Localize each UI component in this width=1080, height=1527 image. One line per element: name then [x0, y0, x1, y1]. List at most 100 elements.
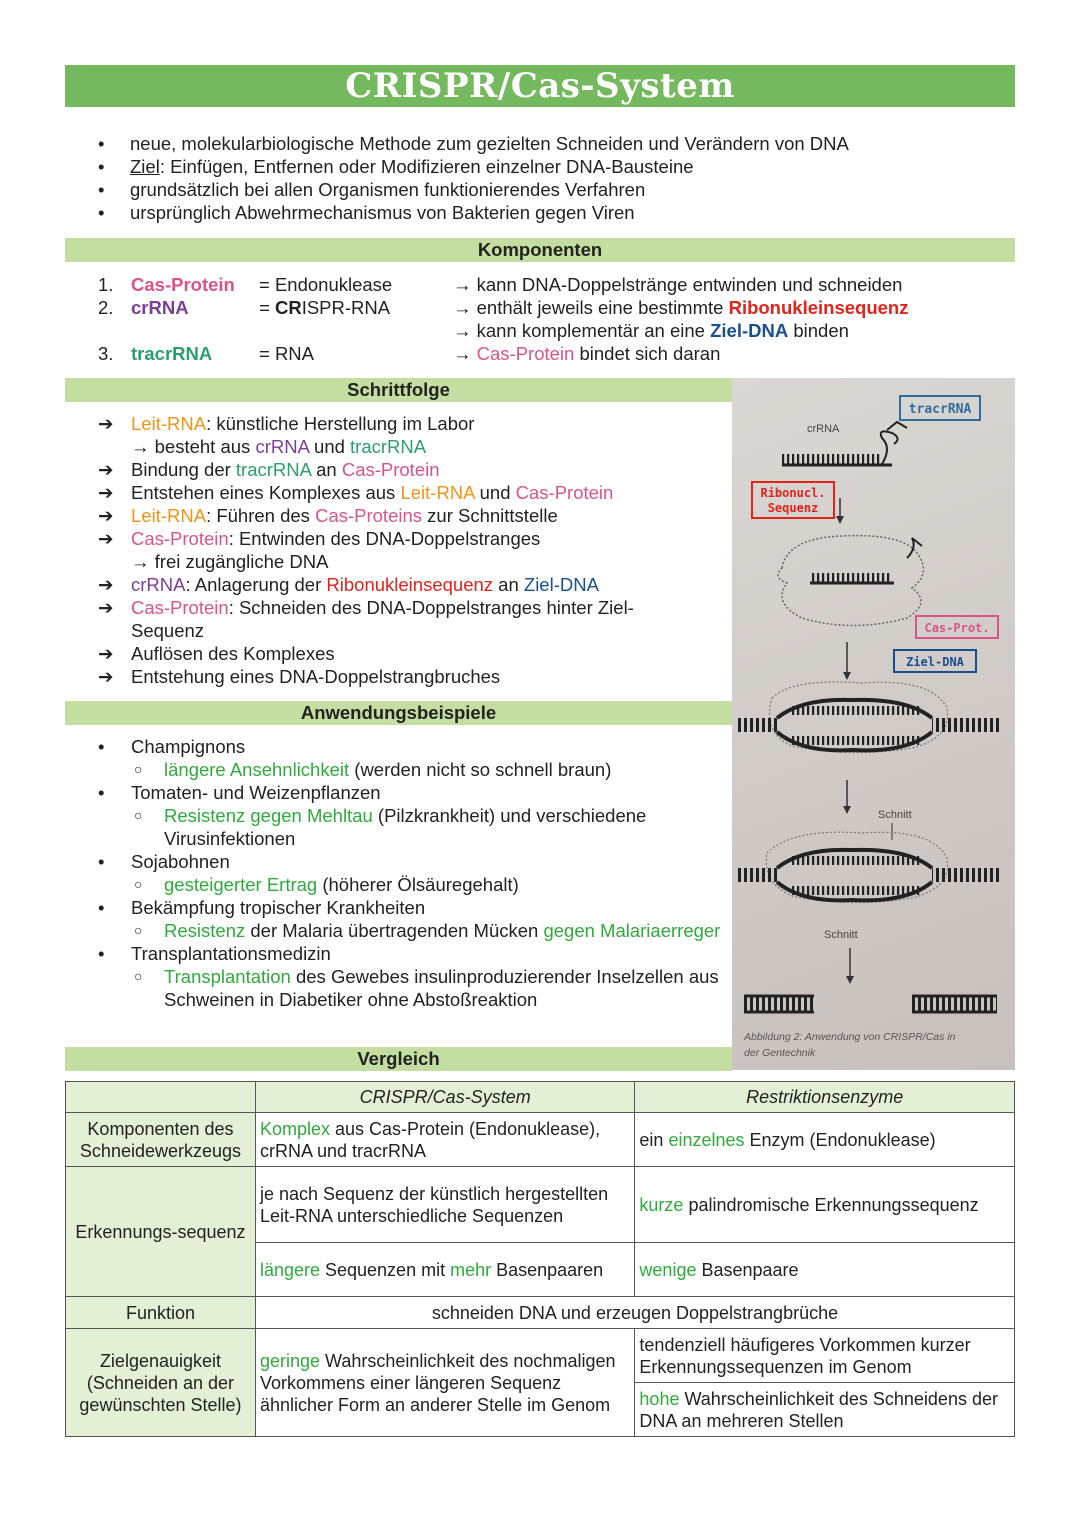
component-number: 3. — [98, 343, 114, 364]
text-run: ein — [639, 1129, 669, 1150]
table-cell-restriktion: tendenziell häufigeres Vorkommen kurzer … — [634, 1328, 1015, 1383]
table-header-cell: CRISPR/Cas-System — [254, 1081, 636, 1113]
text-run: wenige — [639, 1259, 697, 1280]
table-cell-restriktion: kurze palindromische Erkennungssequenz — [634, 1166, 1015, 1243]
table-cell-restriktion: hohe Wahrscheinlichkeit des Schneidens d… — [634, 1382, 1015, 1437]
text-run: Basenpaare — [696, 1259, 799, 1280]
step-item: ➔Leit-RNA: künstliche Herstellung im Lab… — [98, 412, 634, 435]
application-label: Bekämpfung tropischer Krankheiten — [131, 897, 426, 918]
section-heading-vergleich: Vergleich — [65, 1047, 732, 1071]
text-run: längere — [259, 1259, 320, 1280]
table-cell-crispr: längere Sequenzen mit mehr Basenpaaren — [254, 1242, 636, 1297]
text-run: grundsätzlich bei allen Organismen funkt… — [130, 179, 646, 200]
text-run: und — [308, 436, 351, 457]
text-run: bindet sich daran — [574, 343, 721, 364]
component-number: 2. — [98, 297, 114, 318]
application-item: Bekämpfung tropischer KrankheitenResiste… — [98, 896, 738, 942]
arrow-right-icon: ➔ — [98, 505, 114, 526]
text-run: Cas-Proteins — [315, 505, 423, 526]
application-label: Transplantationsmedizin — [131, 943, 331, 964]
text-run: Resistenz — [164, 920, 246, 941]
table-header-cell: Restriktionsenzyme — [634, 1081, 1015, 1113]
text-run: (höherer Ölsäuregehalt) — [317, 874, 519, 895]
applications-list: Champignonslängere Ansehnlichkeit (werde… — [98, 735, 738, 1011]
table-cell-crispr: je nach Sequenz der künstlich hergestell… — [254, 1166, 636, 1243]
application-detail: Resistenz der Malaria übertragenden Mück… — [131, 919, 738, 942]
application-item: Champignonslängere Ansehnlichkeit (werde… — [98, 735, 738, 781]
text-run: aus Cas-Protein (Endonuklease), crRNA un… — [259, 1118, 601, 1161]
text-run: Cas-Protein — [476, 343, 575, 364]
figure-caption-1: Abbildung 2: Anwendung von CRISPR/Cas in — [743, 1031, 956, 1043]
crrna-label: crRNA — [807, 423, 840, 435]
text-run: der Malaria übertragenden Mücken — [245, 920, 544, 941]
text-run: → kann komplementär an eine — [453, 320, 711, 341]
table-row-label: Funktion — [65, 1296, 256, 1329]
ribonucl-label-1: Ribonucl. — [760, 486, 825, 500]
component-description: → kann DNA-Doppelstränge entwinden und s… — [453, 273, 902, 296]
arrow-right-icon: ➔ — [98, 459, 114, 480]
text-run: mehr — [450, 1259, 492, 1280]
application-detail: Transplantation des Gewebes insulinprodu… — [131, 965, 738, 1011]
step-item: Sequenz — [98, 619, 634, 642]
ribonucl-label-2: Sequenz — [768, 501, 819, 515]
text-run: Entstehen eines Komplexes aus — [131, 482, 401, 503]
text-run: gegen Malariaerreger — [543, 920, 721, 941]
text-run: Leit-RNA — [400, 482, 475, 503]
application-detail: gesteigerter Ertrag (höherer Ölsäuregeha… — [131, 873, 738, 896]
application-label: Sojabohnen — [131, 851, 230, 872]
component-name: Cas-Protein — [131, 274, 235, 295]
step-item: → frei zugängliche DNA — [98, 550, 634, 573]
text-run: Wahrscheinlichkeit des Schneidens der DN… — [639, 1388, 998, 1431]
crispr-diagram-photo: tracrRNA crRNA Ribonucl. Sequenz Cas-Pro… — [732, 378, 1015, 1070]
table-row: Zielgenauigkeit (Schneiden an der gewüns… — [65, 1328, 1015, 1437]
text-run: Sequenzen mit — [320, 1259, 451, 1280]
application-item: Tomaten- und WeizenpflanzenResistenz geg… — [98, 781, 738, 850]
application-label: Champignons — [131, 736, 246, 757]
text-run: : Einfügen, Entfernen oder Modifizieren … — [159, 156, 694, 177]
component-definition: = RNA — [259, 343, 315, 364]
text-run: Leit-RNA — [131, 505, 207, 526]
table-header-cell — [65, 1081, 256, 1113]
text-run: → frei zugängliche DNA — [131, 551, 329, 572]
text-run: palindromische Erkennungssequenz — [683, 1194, 979, 1215]
text-run: und — [474, 482, 516, 503]
text-run: Cas-Protein — [341, 459, 440, 480]
figure-caption-2: der Gentechnik — [744, 1047, 816, 1059]
text-run: Ribonukleinsequenz — [728, 297, 909, 318]
text-run: : Führen des — [206, 505, 316, 526]
text-run: einzelnes — [668, 1129, 745, 1150]
step-item: ➔Leit-RNA: Führen des Cas-Proteins zur S… — [98, 504, 634, 527]
crispr-diagram: tracrRNA crRNA Ribonucl. Sequenz Cas-Pro… — [737, 395, 1002, 1059]
step-item: ➔Auflösen des Komplexes — [98, 642, 634, 665]
arrow-right-icon: ➔ — [98, 528, 114, 549]
step-item: ➔Entstehung eines DNA-Doppelstrangbruche… — [98, 665, 634, 688]
text-run: Komplex — [259, 1118, 330, 1139]
text-run: crRNA — [255, 436, 309, 457]
text-run: tracrRNA — [350, 436, 427, 457]
text-run: Resistenz gegen Mehltau — [164, 805, 373, 826]
application-item: Sojabohnengesteigerter Ertrag (höherer Ö… — [98, 850, 738, 896]
step-item: ➔Cas-Protein: Schneiden des DNA-Doppelst… — [98, 596, 634, 619]
tracrrna-label-box — [899, 395, 981, 421]
text-run: Ziel — [130, 156, 160, 177]
component-definition: = CRISPR-RNA — [259, 297, 391, 318]
text-run: längere Ansehnlichkeit — [164, 759, 350, 780]
text-run: Cas-Protein — [131, 528, 229, 549]
application-detail: längere Ansehnlichkeit (werden nicht so … — [131, 758, 738, 781]
text-run: Basenpaaren — [491, 1259, 604, 1280]
text-run: (werden nicht so schnell braun) — [349, 759, 612, 780]
step-item: → besteht aus crRNA und tracrRNA — [98, 435, 634, 458]
arrow-right-icon: ➔ — [98, 574, 114, 595]
cas-prot-label-box — [915, 615, 999, 639]
text-run: Ribonukleinsequenz — [326, 574, 494, 595]
text-run: geringe — [259, 1350, 320, 1371]
ziel-dna-label: Ziel-DNA — [906, 655, 965, 669]
text-run: → kann DNA-Doppelstränge entwinden und s… — [453, 274, 903, 295]
component-description: → enthält jeweils eine bestimmte Ribonuk… — [453, 296, 908, 319]
ribonucl-label-box — [751, 481, 835, 519]
